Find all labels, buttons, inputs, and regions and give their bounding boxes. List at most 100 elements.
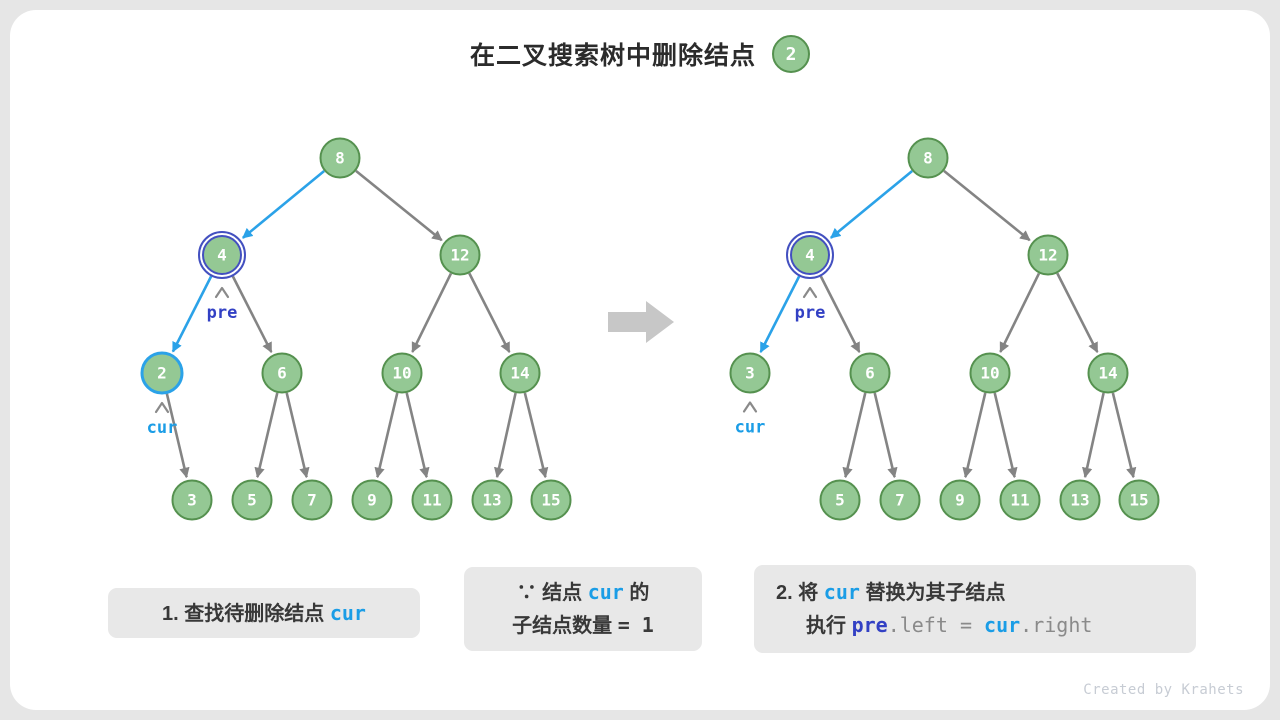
node-value: 8 (335, 149, 345, 168)
caption-text: 1 (641, 613, 654, 637)
tree-before: 8 4 12 2 6 10 14 3 5 7 9 11 13 15 pre cur (140, 137, 572, 521)
edge-8-4 (830, 170, 913, 239)
tree-node-10: 10 (969, 352, 1011, 394)
node-value: 6 (865, 364, 875, 383)
edge-8-12 (943, 169, 1031, 242)
edge-4-2 (171, 275, 213, 353)
tree-node-11: 11 (999, 479, 1041, 521)
tree-node-7: 7 (879, 479, 921, 521)
watermark: Created by Krahets (1083, 682, 1244, 698)
node-value: 6 (277, 364, 287, 383)
node-value: 7 (307, 491, 317, 510)
caption-text: cur (329, 600, 366, 625)
figure-title: 在二叉搜索树中删除结点 (469, 42, 756, 70)
caption-step1: 1. 查找待删除结点 cur (108, 588, 420, 638)
node-value: 13 (482, 491, 501, 510)
node-value: 15 (1129, 491, 1148, 510)
caption-text: .right (1020, 613, 1093, 637)
edge-6-5 (842, 392, 867, 479)
caption-step2: 2. 将 cur 替换为其子结点执行 pre.left = cur.right (754, 565, 1196, 653)
node-value: 11 (422, 491, 441, 510)
edge-4-3 (759, 275, 801, 353)
caption-text: .left (887, 613, 948, 637)
node-value: 3 (187, 491, 197, 510)
tree-node-13: 13 (1059, 479, 1101, 521)
node-value: 10 (980, 364, 999, 383)
caption-text: = (617, 613, 642, 637)
tree-node-10: 10 (381, 352, 423, 394)
node-value: 15 (541, 491, 560, 510)
tree-node-9: 9 (351, 479, 393, 521)
node-value: 13 (1070, 491, 1089, 510)
node-value: 10 (392, 364, 411, 383)
caption-text: 执行 (806, 615, 852, 637)
node-value: 5 (835, 491, 845, 510)
tree-node-5: 5 (819, 479, 861, 521)
pre-pointer-label: pre (795, 303, 826, 323)
node-value: 12 (1038, 246, 1057, 265)
edge-8-12 (355, 169, 443, 242)
edge-14-13 (1081, 392, 1105, 479)
node-value: 14 (1098, 364, 1117, 383)
tree-node-3: 3 (171, 479, 213, 521)
caption-text: 子结点数量 (512, 615, 618, 637)
caption-text: = (947, 613, 985, 637)
tree-node-15: 15 (530, 479, 572, 521)
edge-12-14 (468, 272, 511, 353)
caption-because: ∵ 结点 cur 的子结点数量 = 1 (464, 567, 702, 651)
edge-10-11 (405, 392, 430, 479)
transition-arrow-icon (608, 301, 674, 343)
cur-caret-icon (742, 401, 758, 413)
caption-text: ∵ 结点 (516, 582, 588, 604)
node-value: 4 (805, 246, 815, 265)
edge-12-10 (411, 272, 453, 353)
tree-node-8: 8 (319, 137, 361, 179)
edge-12-14 (1056, 272, 1099, 353)
edge-14-15 (1111, 392, 1137, 479)
cur-pointer-label: cur (735, 418, 766, 438)
tree-node-7: 7 (291, 479, 333, 521)
node-value: 9 (955, 491, 965, 510)
edge-2-3 (165, 393, 190, 479)
tree-node-14: 14 (1087, 352, 1129, 394)
edge-6-7 (285, 392, 310, 479)
caption-text: cur (984, 613, 1021, 637)
pre-pointer-label: pre (207, 303, 238, 323)
tree-node-9: 9 (939, 479, 981, 521)
pre-caret-icon (802, 286, 818, 299)
edge-14-13 (493, 392, 517, 479)
edge-10-9 (374, 392, 399, 479)
edge-4-6 (231, 275, 273, 353)
edge-14-15 (523, 392, 549, 479)
tree-node-12: 12 (439, 234, 481, 276)
caption-text: pre (851, 613, 888, 637)
node-value: 2 (157, 364, 167, 383)
node-value: 4 (217, 246, 227, 265)
edge-12-10 (999, 272, 1041, 353)
caption-text: 1. 查找待删除结点 (162, 602, 330, 625)
node-value: 7 (895, 491, 905, 510)
edge-10-9 (962, 392, 987, 479)
tree-node-8: 8 (907, 137, 949, 179)
figure-title-row: 在二叉搜索树中删除结点 2 (0, 33, 1280, 75)
tree-node-3: 3 (729, 352, 771, 394)
title-node-badge: 2 (772, 35, 810, 73)
tree-node-4: 4 (786, 231, 834, 279)
edge-6-7 (873, 392, 898, 479)
tree-after: 8 4 12 3 6 10 14 5 7 9 11 13 15 pre cur (729, 137, 1160, 521)
node-value: 3 (745, 364, 755, 383)
node-value: 5 (247, 491, 257, 510)
tree-node-2: 2 (140, 351, 184, 395)
cur-caret-icon (154, 401, 170, 414)
tree-node-13: 13 (471, 479, 513, 521)
node-value: 12 (450, 246, 469, 265)
caption-text: 替换为其子结点 (859, 582, 1006, 604)
tree-node-12: 12 (1027, 234, 1069, 276)
node-value: 14 (510, 364, 529, 383)
edge-6-5 (254, 392, 279, 479)
node-value: 9 (367, 491, 377, 510)
caption-text: cur (587, 580, 624, 604)
tree-node-5: 5 (231, 479, 273, 521)
cur-pointer-label: cur (147, 418, 178, 438)
